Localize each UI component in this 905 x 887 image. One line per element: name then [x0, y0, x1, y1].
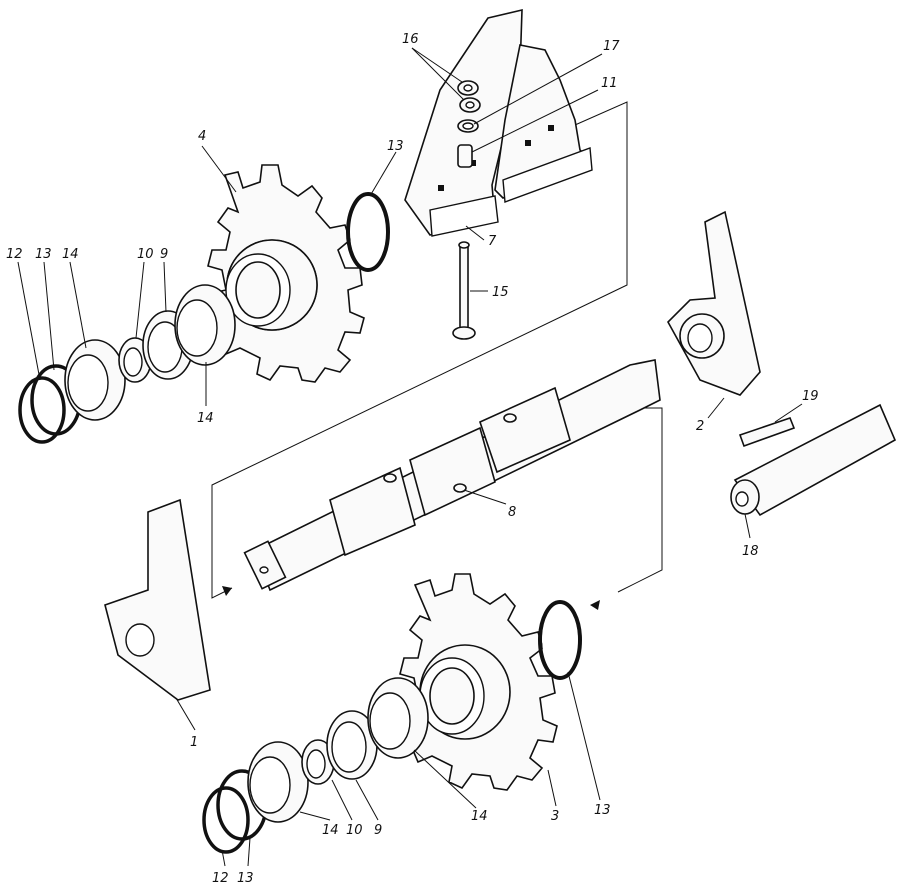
callout-labels: 16 17 11 4 13 7 15 12 13 14 10 9 14 2 19… — [6, 32, 819, 886]
callout-15: 15 — [492, 285, 509, 300]
callout-11: 11 — [601, 76, 618, 91]
callout-3: 3 — [551, 809, 559, 824]
callout-14-lower-center: 14 — [471, 809, 488, 824]
callout-10-upper: 10 — [137, 247, 154, 262]
lower-sprocket — [399, 573, 558, 791]
callout-9-lower: 9 — [374, 823, 382, 838]
callout-14-lower-left: 14 — [322, 823, 339, 838]
callout-18: 18 — [742, 544, 759, 559]
callout-4: 4 — [198, 129, 206, 144]
callout-8: 8 — [508, 505, 516, 520]
callout-13-upper-left: 13 — [35, 247, 52, 262]
callout-14-upper-center: 14 — [197, 411, 214, 426]
leader-lines — [17, 47, 803, 867]
callout-13-lower-right: 13 — [594, 803, 611, 818]
callout-2: 2 — [696, 419, 704, 434]
callout-10-lower: 10 — [346, 823, 363, 838]
callout-7: 7 — [488, 234, 497, 249]
callout-12-upper: 12 — [6, 247, 23, 262]
callout-12-lower: 12 — [212, 871, 229, 886]
long-bolt — [452, 241, 476, 340]
callout-1: 1 — [190, 735, 198, 750]
callout-17: 17 — [603, 39, 620, 54]
upper-sprocket — [207, 164, 365, 383]
left-lever-arm — [104, 498, 211, 701]
drive-shaft-piece — [730, 403, 897, 517]
mounting-bracket — [404, 8, 593, 237]
main-shaft — [243, 359, 661, 592]
callout-16: 16 — [402, 32, 419, 47]
callout-13-lower-left: 13 — [237, 871, 254, 886]
assembly-lines — [211, 101, 663, 610]
callout-14-upper-left: 14 — [62, 247, 79, 262]
upper-bearing-stack — [18, 284, 236, 444]
fastener-set — [457, 80, 481, 168]
right-lever-arm — [667, 210, 761, 396]
callout-13-upper-right: 13 — [387, 139, 404, 154]
snap-ring-upper-right — [346, 192, 390, 272]
callout-9-upper: 9 — [160, 247, 168, 262]
lower-bearing-stack — [202, 677, 429, 854]
callout-19: 19 — [802, 389, 819, 404]
snap-ring-lower-right — [538, 600, 582, 680]
